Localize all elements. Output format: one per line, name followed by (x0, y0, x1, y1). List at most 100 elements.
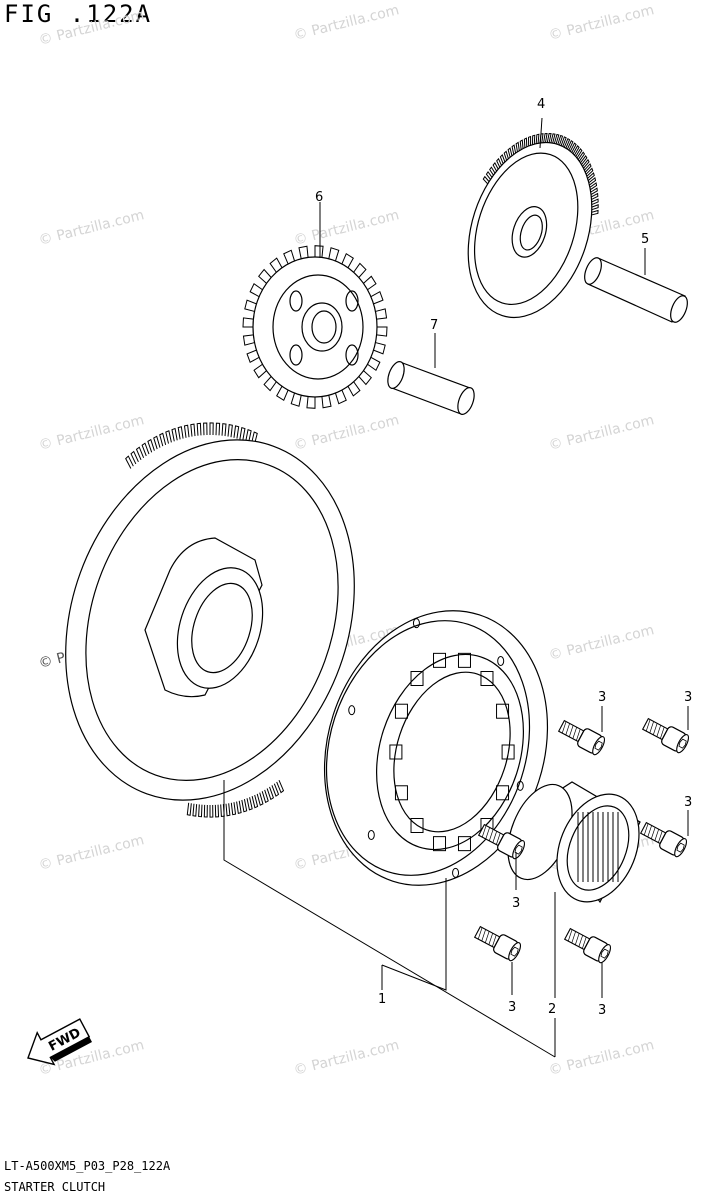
gear-tooth (165, 430, 172, 444)
gear-tooth (125, 455, 134, 469)
gear-tooth (221, 423, 227, 437)
clutch-bolt-holes (348, 618, 524, 878)
bolt-hole (348, 705, 356, 716)
gear-tooth (147, 438, 155, 453)
figure-title: FIG .122A (4, 0, 153, 28)
roller (457, 652, 471, 668)
gear-tooth (225, 803, 231, 817)
gear-tooth (253, 363, 267, 379)
gear-tooth (276, 780, 285, 794)
gear-tooth (591, 209, 599, 216)
diagram-caption: STARTER CLUTCH (4, 1180, 106, 1194)
gear-tooth (271, 783, 280, 797)
gear-tooth (334, 389, 347, 405)
gear-tooth (214, 804, 220, 818)
gear-tooth (560, 136, 567, 147)
gear-tooth (209, 422, 214, 436)
roller (496, 703, 510, 719)
gear-tooth (546, 133, 552, 143)
watermark: © Partzilla.com (37, 412, 146, 454)
watermark: © Partzilla.com (547, 2, 656, 44)
gear-tooth (543, 132, 548, 143)
gear-tooth (242, 334, 255, 346)
part-6-gear (242, 245, 388, 409)
gear-tooth (215, 422, 221, 436)
roller (433, 836, 447, 852)
gear-tooth (258, 268, 272, 284)
roller (501, 744, 515, 760)
roller (496, 785, 510, 801)
gear-tooth (196, 422, 202, 436)
gear-tooth (135, 446, 145, 460)
watermark: © Partzilla.com (37, 832, 146, 874)
bolt (563, 927, 612, 964)
gear-tooth (242, 317, 254, 328)
part-1-one-way-clutch (323, 610, 549, 886)
gear-tooth (246, 349, 260, 363)
clutch-rollers (389, 652, 515, 852)
gear-tooth (306, 396, 316, 409)
gear-tooth (314, 245, 324, 258)
gear-tooth (239, 426, 246, 441)
gear-tooth (589, 182, 598, 191)
gear-tooth (153, 435, 161, 450)
gear-tooth (321, 395, 332, 409)
gear-tooth (241, 799, 248, 813)
callout-1: 1 (378, 992, 386, 1007)
gear-tooth (130, 450, 139, 465)
watermark: © Partzilla.com (37, 7, 146, 49)
gear-tooth (591, 204, 599, 211)
gear-teeth (242, 245, 388, 409)
gear-tooth (370, 291, 384, 305)
gear-tooth (256, 792, 264, 806)
callout-3: 3 (512, 896, 520, 911)
watermark: © Partzilla.com (292, 412, 401, 454)
roller (480, 671, 494, 687)
gear-tooth (261, 789, 269, 804)
part-5-shaft (584, 257, 688, 323)
gear-tooth (523, 137, 528, 148)
gear-tooth (209, 804, 214, 818)
gear-tooth (236, 800, 242, 815)
gear-tooth (233, 425, 240, 439)
gear-tooth (588, 177, 597, 186)
gear-tooth (587, 172, 595, 181)
gear-tooth (203, 422, 208, 436)
bearing-needles (577, 812, 619, 882)
gear-tooth (141, 442, 150, 457)
gear-tooth (566, 139, 574, 151)
gear-tooth (563, 137, 571, 149)
gear-tooth (276, 386, 289, 401)
bolt-hole (367, 829, 375, 840)
roller (389, 744, 403, 760)
gear-tooth (492, 161, 499, 172)
leader-lines (223, 117, 689, 1058)
gear-teeth (482, 132, 599, 216)
part-1-starter-gear (65, 422, 355, 818)
gear-tooth (376, 326, 388, 337)
gear-tooth (190, 423, 196, 437)
gear-tooth (553, 133, 560, 145)
bolt (641, 717, 690, 754)
callout-3: 3 (598, 690, 606, 705)
gear-tooth (159, 432, 167, 447)
callout-3: 3 (684, 690, 692, 705)
roller (394, 703, 408, 719)
callout-7: 7 (430, 318, 438, 333)
gear-tooth (353, 262, 367, 278)
callout-3: 3 (598, 1003, 606, 1018)
bolt (477, 823, 526, 860)
roller (394, 785, 408, 801)
gear-tooth (263, 376, 277, 392)
gear-tooth (246, 797, 253, 811)
gear-tooth (482, 175, 490, 185)
gear-tooth (569, 142, 577, 153)
gear-tooth (363, 275, 377, 291)
gear-tooth (375, 308, 388, 320)
gear-tooth (503, 150, 509, 161)
callouts: 4 5 6 7 3 3 3 3 3 3 2 1 (315, 97, 692, 1018)
callout-3: 3 (684, 795, 692, 810)
gear-tooth (489, 166, 496, 176)
part-4-idle-gear (467, 132, 599, 319)
